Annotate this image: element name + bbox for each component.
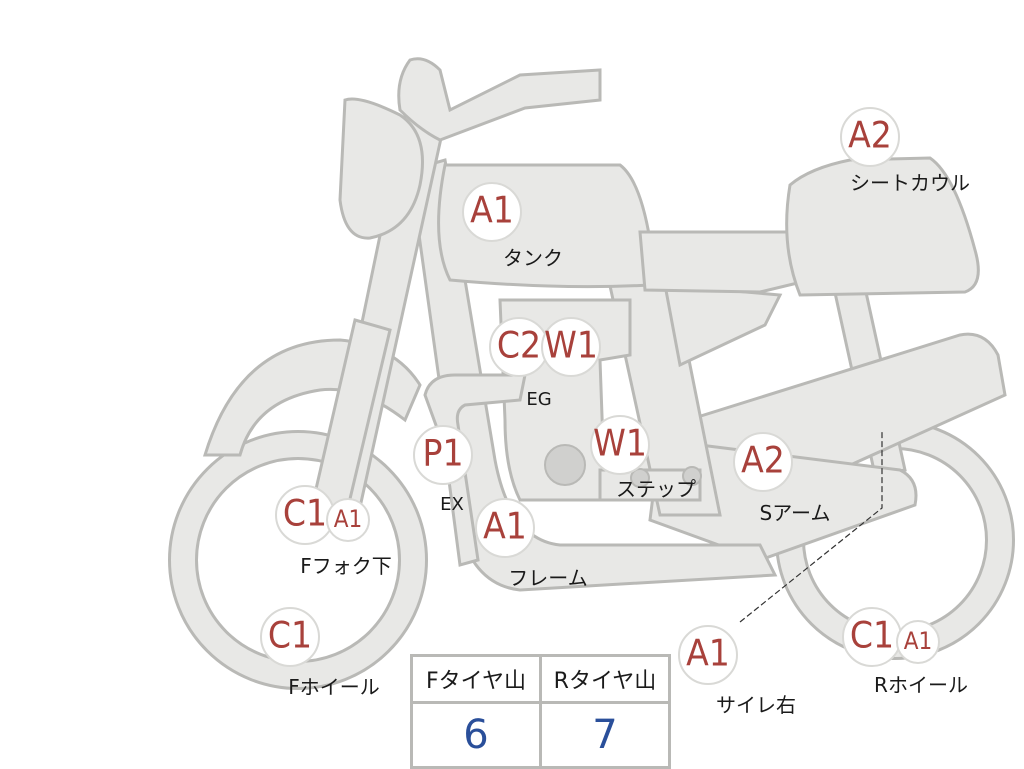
grade-badge-bg bbox=[590, 415, 650, 475]
grade-badge-bg bbox=[260, 607, 320, 667]
rear-tire-header: Rタイヤ山 bbox=[539, 654, 671, 704]
handlebar-shape bbox=[397, 57, 602, 142]
grade-badge: W1 bbox=[593, 421, 647, 464]
exhaust-shape bbox=[423, 373, 527, 567]
part-label: シートカウル bbox=[850, 171, 970, 195]
part-label: Fフォク下 bbox=[300, 554, 392, 578]
grade-badge-bg bbox=[896, 620, 940, 664]
part-label: EG bbox=[526, 389, 551, 410]
part-label: EX bbox=[440, 494, 464, 515]
grade-badge-bg bbox=[475, 498, 535, 558]
grade-badge-bg bbox=[462, 182, 522, 242]
grade-badge: A1 bbox=[686, 631, 730, 674]
part-silencer-right: A1 サイレ右 bbox=[678, 625, 796, 717]
part-label: フレーム bbox=[508, 566, 587, 590]
part-label: Fホイール bbox=[288, 675, 380, 699]
part-tank: A1 タンク bbox=[462, 182, 563, 270]
part-label: タンク bbox=[503, 246, 563, 270]
grade-badge: C1 bbox=[268, 613, 312, 656]
headlight-shape bbox=[338, 97, 424, 240]
grade-badge-bg bbox=[678, 625, 738, 685]
part-seat-cowl: A2 シートカウル bbox=[840, 107, 970, 195]
rear-tire-value: 7 bbox=[539, 701, 671, 769]
engine-cover-shape bbox=[544, 444, 586, 486]
grade-badge: A2 bbox=[848, 113, 892, 156]
grade-badge-bg bbox=[733, 432, 793, 492]
grade-badge: P1 bbox=[422, 431, 463, 474]
tire-tread-table: Fタイヤ山 Rタイヤ山 6 7 bbox=[410, 654, 671, 769]
grade-badge: A1 bbox=[334, 505, 363, 533]
grade-badge: W1 bbox=[544, 323, 598, 366]
silencer-leader-line bbox=[739, 430, 883, 623]
part-label: サイレ右 bbox=[716, 693, 796, 717]
grade-badge: A2 bbox=[741, 438, 785, 481]
grade-badge: A1 bbox=[470, 188, 514, 231]
front-tire-header: Fタイヤ山 bbox=[410, 654, 542, 704]
grade-badge-bg bbox=[840, 107, 900, 167]
grade-badge: A1 bbox=[483, 504, 527, 547]
part-label: ステップ bbox=[616, 477, 696, 501]
grade-badge-bg bbox=[413, 425, 473, 485]
silencer-shape bbox=[648, 438, 918, 562]
part-label: Rホイール bbox=[874, 673, 968, 697]
grade-badge-bg bbox=[326, 498, 370, 542]
step-shape bbox=[598, 468, 702, 502]
grade-badge: C2 bbox=[497, 323, 541, 366]
grade-badge: A1 bbox=[904, 627, 933, 655]
grade-badge: C1 bbox=[283, 491, 327, 534]
grade-badge: C1 bbox=[850, 613, 894, 656]
side-cover-shape bbox=[663, 283, 783, 368]
seat-shape bbox=[638, 230, 812, 294]
seat-cowl-shape bbox=[785, 156, 980, 297]
grade-badge-bg bbox=[541, 317, 601, 377]
front-tire-value: 6 bbox=[410, 701, 542, 769]
part-label: Sアーム bbox=[760, 501, 831, 525]
part-frame: A1 フレーム bbox=[475, 498, 588, 590]
part-step: W1 ステップ bbox=[590, 415, 696, 501]
